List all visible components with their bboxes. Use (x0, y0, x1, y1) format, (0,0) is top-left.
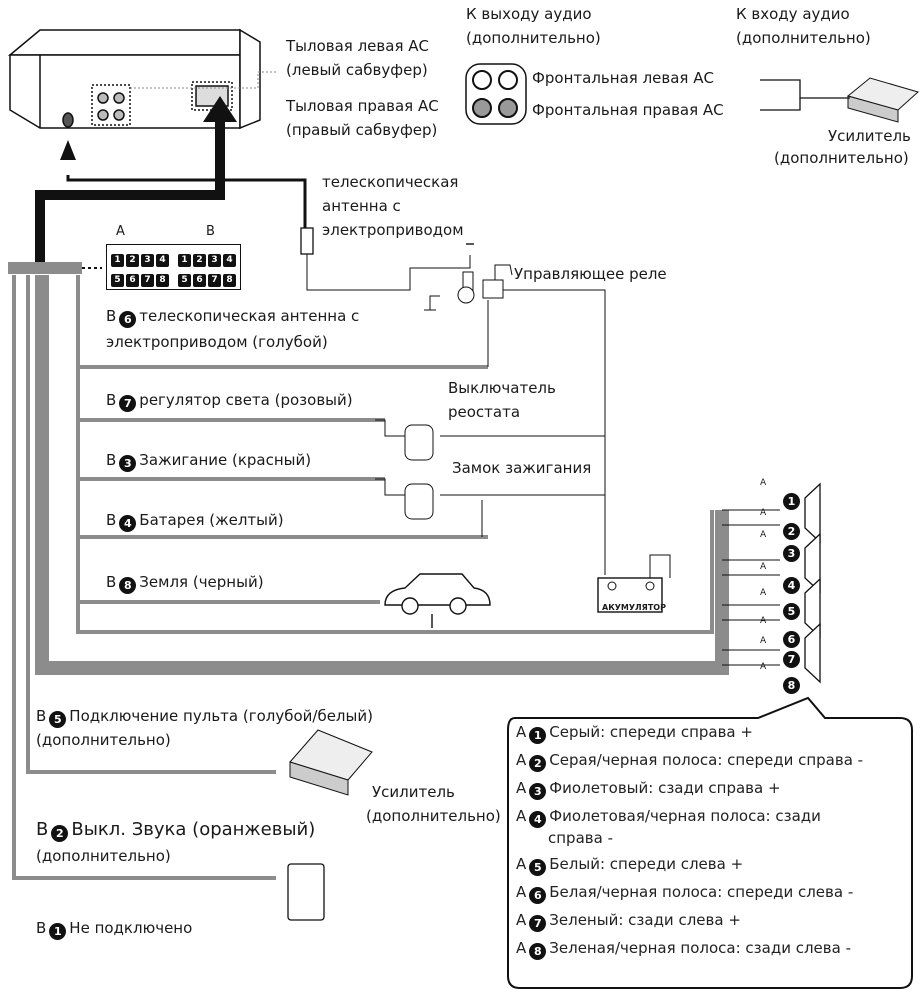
connector-pin: 6 (193, 274, 206, 287)
relay-label: Управляющее реле (514, 265, 667, 283)
speaker-number: 8 (780, 672, 803, 694)
amplifier-top-icon (846, 77, 920, 123)
battery-icon (597, 554, 671, 613)
audio-in-sub: (дополнительно) (736, 29, 871, 47)
connector-pin: 8 (156, 274, 169, 287)
gray-harness (12, 275, 729, 880)
connector-pin: 2 (126, 254, 139, 267)
connector-pin: 7 (208, 274, 221, 287)
rear-left-label: Тыловая левая АС (286, 37, 429, 55)
wire-b5-cont: (дополнительно) (36, 731, 171, 749)
speaker-number: 7 (780, 646, 803, 668)
wire-b2-cont: (дополнительно) (36, 847, 171, 865)
amp-top-sub: (дополнительно) (774, 149, 909, 167)
audio-in-title: К входу аудио (736, 5, 850, 23)
connector-pin: 3 (208, 254, 221, 267)
front-right-label: Фронтальная правая АС (532, 101, 724, 119)
speaker-wire-tag: A (760, 588, 767, 598)
rear-right-label: Тыловая правая АС (286, 97, 439, 115)
connector-pin: 6 (126, 274, 139, 287)
speaker-wire-tag: A (760, 616, 767, 626)
connector-pin: 5 (178, 274, 191, 287)
dimmer-line2: реостата (448, 403, 521, 421)
ignition-label: Замок зажигания (452, 459, 592, 477)
dimmer-line1: Выключатель (448, 379, 556, 397)
connector-pin: 3 (141, 254, 154, 267)
callout-box (507, 696, 913, 989)
amp-bottom-sub: (дополнительно) (366, 807, 501, 825)
antenna-line2: антенна с (322, 197, 401, 215)
speakers (804, 482, 821, 684)
speaker-wire-tag: A (760, 530, 767, 540)
connector-pin: 1 (178, 254, 191, 267)
antenna-line3: электроприводом (322, 221, 464, 239)
antenna-line1: телескопическая (322, 173, 459, 191)
connector-pin: 7 (141, 274, 154, 287)
connector-pin: 4 (156, 254, 169, 267)
audio-out-sub: (дополнительно) (466, 29, 601, 47)
car-icon (384, 573, 491, 628)
speaker-wire-tag: A (760, 562, 767, 572)
speaker-number: 1 (780, 488, 803, 510)
amp-top-label: Усилитель (828, 127, 911, 145)
connector-pin: 4 (223, 254, 236, 267)
rca-output-icon (465, 63, 527, 125)
speaker-number: 4 (780, 572, 803, 594)
battery-label: АКУМУЛЯТОР (602, 603, 666, 612)
audio-out-title: К выходу аудио (466, 5, 592, 23)
speaker-number: 5 (780, 598, 803, 620)
connector-pin: 1 (111, 254, 124, 267)
front-left-label: Фронтальная левая АС (532, 69, 714, 87)
speaker-wire-tag: A (760, 636, 767, 646)
wire-b6-cont: электроприводом (голубой) (106, 333, 328, 351)
connector-a-label: A (116, 224, 125, 239)
speaker-wire-tag: A (760, 662, 767, 672)
speaker-number: 6 (780, 626, 803, 648)
speaker-number: 2 (780, 518, 803, 540)
speaker-number: 3 (780, 540, 803, 562)
speaker-wire-tag: A (760, 478, 767, 488)
connector-pin: 5 (111, 274, 124, 287)
connector-b-label: B (206, 224, 215, 239)
head-unit (7, 28, 261, 130)
callout-row-cont: справа - (548, 829, 613, 847)
speaker-wire-tag: A (760, 508, 767, 518)
connector-pin: 2 (193, 254, 206, 267)
phone-icon (287, 863, 325, 921)
amp-bottom-label: Усилитель (372, 783, 455, 801)
rear-right-sub: (правый сабвуфер) (286, 121, 438, 139)
amplifier-bottom-icon (289, 729, 373, 796)
rear-left-sub: (левый сабвуфер) (286, 61, 428, 79)
connector-pin: 8 (223, 274, 236, 287)
